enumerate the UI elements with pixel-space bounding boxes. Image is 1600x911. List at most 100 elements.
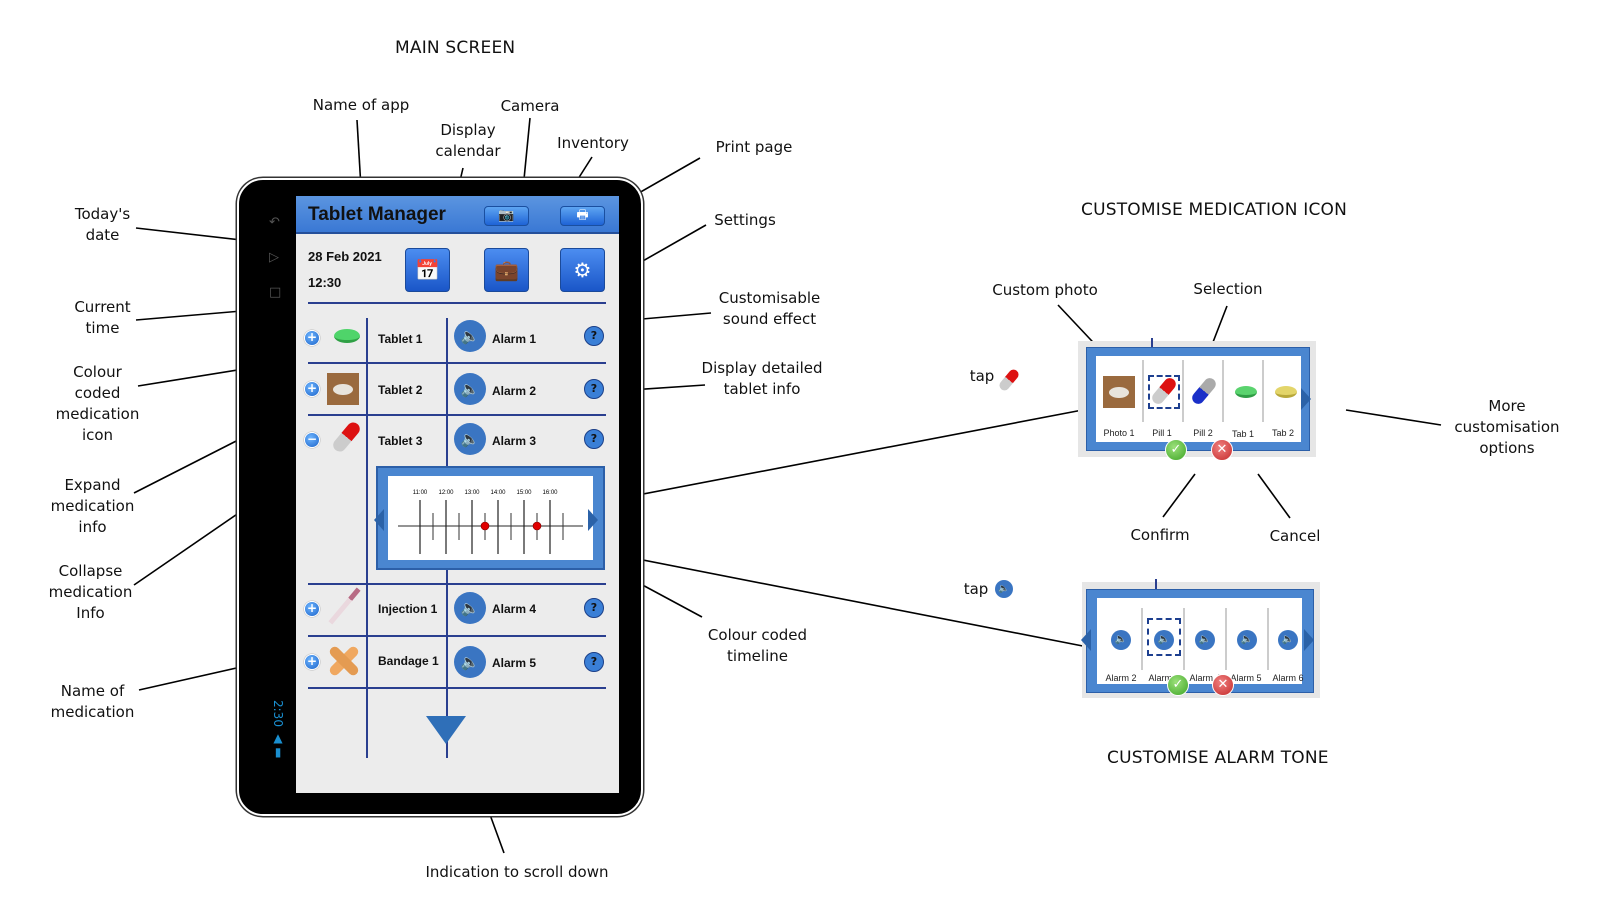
- camera-button[interactable]: 📷: [484, 206, 529, 226]
- medication-name: Bandage 1: [378, 654, 439, 668]
- yellow-tablet-option[interactable]: [1275, 386, 1297, 398]
- briefcase-icon: 💼: [494, 258, 519, 282]
- alarm-sound-button[interactable]: 🔈: [454, 320, 486, 352]
- confirm-button[interactable]: ✓: [1167, 674, 1189, 696]
- alarm-option-speaker-icon[interactable]: 🔈: [1111, 630, 1131, 650]
- back-icon[interactable]: ↶: [269, 215, 280, 230]
- label-detailed-info: Display detailed tablet info: [701, 359, 823, 398]
- more-options-arrow[interactable]: [1304, 629, 1314, 651]
- confirm-button[interactable]: ✓: [1165, 439, 1187, 461]
- expand-button[interactable]: +: [304, 381, 320, 397]
- dose-marker[interactable]: [532, 521, 542, 531]
- prev-options-arrow[interactable]: [1081, 629, 1091, 651]
- medication-name: Tablet 1: [378, 332, 423, 346]
- medication-row[interactable]: − Tablet 3 🔈 Alarm 3 ?: [296, 416, 619, 466]
- row-divider: [308, 687, 606, 689]
- calendar-icon: 📅: [415, 258, 440, 282]
- photo-tablet-icon: [327, 373, 359, 405]
- label-inventory: Inventory: [557, 134, 629, 152]
- alarm-name: Alarm 4: [492, 602, 537, 616]
- alarm-name: Alarm 1: [492, 332, 537, 346]
- option-label: Tab 1: [1231, 429, 1255, 439]
- green-tablet-option[interactable]: [1235, 386, 1257, 398]
- alarm-option-speaker-icon[interactable]: 🔈: [1154, 630, 1174, 650]
- option-label: Alarm 5: [1230, 673, 1262, 683]
- alarm-sound-button[interactable]: 🔈: [454, 373, 486, 405]
- timeline-next-arrow[interactable]: [588, 509, 598, 531]
- expand-button[interactable]: +: [304, 601, 320, 617]
- expand-button[interactable]: +: [304, 654, 320, 670]
- syringe-icon: [328, 587, 361, 625]
- label-name-of-app: Name of app: [312, 96, 410, 114]
- speaker-icon: 🔈: [460, 430, 480, 448]
- home-icon[interactable]: ▷: [269, 250, 279, 265]
- alarm-sound-button[interactable]: 🔈: [454, 423, 486, 455]
- alarm-option-speaker-icon[interactable]: 🔈: [1237, 630, 1257, 650]
- printer-icon: 🖶: [576, 208, 589, 223]
- info-button[interactable]: ?: [584, 598, 604, 618]
- medication-name: Tablet 3: [378, 434, 423, 448]
- separator: [1182, 360, 1184, 422]
- label-print-page: Print page: [715, 138, 793, 156]
- separator: [1141, 608, 1143, 670]
- label-colour-coded-timeline: Colour coded timeline: [707, 626, 808, 665]
- option-label: Alarm 3: [1148, 673, 1180, 683]
- camera-icon: 📷: [498, 208, 515, 223]
- column-divider: [446, 318, 448, 466]
- scroll-down-arrow-icon[interactable]: [426, 716, 466, 744]
- alarm-customise-panel: 🔈 🔈 🔈 🔈 🔈 Alarm 2 Alarm 3 Alarm 4 Alarm …: [1081, 579, 1320, 698]
- settings-button[interactable]: ⚙: [560, 248, 605, 292]
- more-options-arrow[interactable]: [1301, 388, 1311, 410]
- customise-alarm-heading: CUSTOMISE ALARM TONE: [1107, 748, 1329, 768]
- calendar-button[interactable]: 📅: [405, 248, 450, 292]
- photo-option[interactable]: [1103, 376, 1135, 408]
- info-button[interactable]: ?: [584, 429, 604, 449]
- option-label: Alarm 2: [1105, 673, 1137, 683]
- alarm-option-speaker-icon[interactable]: 🔈: [1195, 630, 1215, 650]
- medication-row[interactable]: + Tablet 2 🔈 Alarm 2 ?: [296, 364, 619, 414]
- label-scroll-down: Indication to scroll down: [425, 863, 609, 881]
- print-button[interactable]: 🖶: [560, 206, 605, 226]
- expand-button[interactable]: +: [304, 330, 320, 346]
- recent-apps-icon[interactable]: □: [269, 285, 282, 300]
- status-bar: 2:30 ▲▮: [271, 700, 285, 759]
- row-divider: [308, 414, 606, 416]
- medication-row[interactable]: + Bandage 1 🔈 Alarm 5 ?: [296, 638, 619, 688]
- alarm-name: Alarm 3: [492, 434, 537, 448]
- speaker-icon: 🔈: [995, 580, 1013, 598]
- timeline-prev-arrow[interactable]: [374, 509, 384, 531]
- alarm-panel-frame: 🔈 🔈 🔈 🔈 🔈 Alarm 2 Alarm 3 Alarm 4 Alarm …: [1081, 589, 1314, 693]
- inventory-button[interactable]: 💼: [484, 248, 529, 292]
- speaker-icon: 🔈: [460, 327, 480, 345]
- row-divider: [308, 362, 606, 364]
- alarm-name: Alarm 2: [492, 384, 537, 398]
- label-cancel: Cancel: [1269, 527, 1321, 545]
- alarm-sound-button[interactable]: 🔈: [454, 646, 486, 678]
- option-label: Alarm 4: [1189, 673, 1221, 683]
- info-button[interactable]: ?: [584, 379, 604, 399]
- status-time: 2:30: [271, 700, 285, 727]
- medication-row[interactable]: + Injection 1 🔈 Alarm 4 ?: [296, 586, 619, 636]
- speaker-icon: 🔈: [460, 599, 480, 617]
- label-name-of-medication: Name of medication: [50, 682, 135, 721]
- alarm-option-speaker-icon[interactable]: 🔈: [1278, 630, 1298, 650]
- label-more-options: More customisation options: [1454, 397, 1560, 457]
- row-divider: [308, 583, 606, 585]
- cancel-button[interactable]: ✕: [1211, 439, 1233, 461]
- collapse-button[interactable]: −: [304, 432, 320, 448]
- hour-label: 12:00: [438, 490, 454, 496]
- medication-row[interactable]: + Tablet 1 🔈 Alarm 1 ?: [296, 314, 619, 364]
- alarm-sound-button[interactable]: 🔈: [454, 592, 486, 624]
- label-settings: Settings: [714, 211, 776, 229]
- dose-marker[interactable]: [480, 521, 490, 531]
- cancel-button[interactable]: ✕: [1212, 674, 1234, 696]
- blue-pill-option[interactable]: [1189, 375, 1219, 407]
- label-tap-speaker: tap: [963, 580, 989, 598]
- column-divider: [446, 570, 448, 758]
- medication-name: Injection 1: [378, 602, 438, 616]
- info-button[interactable]: ?: [584, 326, 604, 346]
- label-selection: Selection: [1193, 280, 1263, 298]
- info-button[interactable]: ?: [584, 652, 604, 672]
